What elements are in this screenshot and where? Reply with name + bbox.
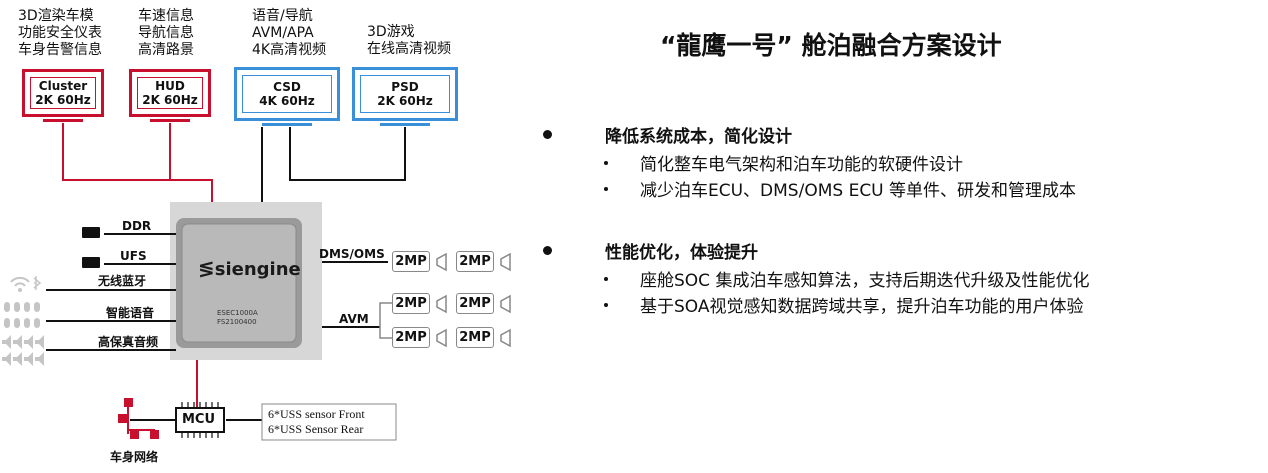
bullet-2-heading: 性能优化，体验提升	[605, 243, 758, 263]
bluetooth-label: 无线蓝牙	[98, 274, 147, 288]
wiring-svg	[2, 123, 406, 441]
csd-name: CSD	[273, 80, 301, 94]
cluster-desc-line-2: 功能安全仪表	[18, 25, 102, 41]
uss-rear-label: 6*USS Sensor Rear	[268, 422, 364, 436]
cluster-display: Cluster 2K 60Hz	[22, 69, 104, 117]
network-node-3	[130, 430, 139, 439]
hud-desc-line-1: 车速信息	[138, 8, 194, 24]
camera-lens-icon	[498, 328, 514, 352]
camera-lens-icon	[434, 252, 450, 276]
soc-part-number: ESEC1000A FS2100400	[217, 309, 258, 327]
vehicle-network-label: 车身网络	[110, 450, 159, 464]
csd-desc-line-2: AVM/APA	[252, 25, 314, 41]
avm-label: AVM	[339, 312, 369, 326]
hud-desc-line-2: 导航信息	[138, 25, 194, 41]
bullet-1-item-2: 减少泊车ECU、DMS/OMS ECU 等单件、研发和管理成本	[640, 181, 1077, 201]
bluetooth-line	[46, 289, 176, 291]
mcu-label: MCU	[182, 412, 216, 427]
avm-camera-4: 2MP	[456, 327, 494, 348]
microphone-icons	[4, 302, 40, 328]
network-node-1	[124, 398, 133, 407]
csd-spec: 4K 60Hz	[259, 94, 315, 108]
bullet-dot	[543, 246, 552, 255]
camera-lens-icon	[498, 294, 514, 318]
hud-name: HUD	[155, 79, 185, 93]
soc-die	[181, 223, 297, 343]
cluster-description: 3D渲染车模 功能安全仪表 车身告警信息	[18, 8, 102, 59]
csd-desc-line-1: 语音/导航	[252, 8, 313, 24]
audio-label: 高保真音频	[98, 335, 159, 349]
bullet-2-item-2: 基于SOA视觉感知数据跨域共享，提升泊车功能的用户体验	[640, 297, 1084, 317]
network-node-2	[118, 414, 127, 423]
avm-camera-3: 2MP	[392, 327, 430, 348]
camera-lens-icon	[434, 294, 450, 318]
page-title: “龍鹰一号” 舱泊融合方案设计	[660, 31, 1002, 60]
dms-camera-2: 2MP	[456, 251, 494, 272]
ddr-line	[104, 233, 176, 235]
sub-bullet-dot	[604, 187, 608, 191]
ufs-line	[104, 263, 176, 265]
bullet-2-item-1: 座舱SOC 集成泊车感知算法，支持后期迭代升级及性能优化	[640, 271, 1090, 291]
csd-desc-line-3: 4K高清视频	[252, 42, 327, 58]
soc-part-line-1: ESEC1000A	[217, 309, 258, 317]
dms-oms-label: DMS/OMS	[319, 247, 385, 261]
csd-description: 语音/导航 AVM/APA 4K高清视频	[252, 8, 326, 59]
network-node-4	[150, 430, 159, 439]
hud-desc-line-3: 高清路景	[138, 42, 194, 58]
bullet-1-item-1: 简化整车电气架构和泊车功能的软硬件设计	[640, 155, 963, 175]
bullet-dot	[543, 130, 552, 139]
psd-desc-line-2: 在线高清视频	[367, 41, 451, 57]
cluster-desc-line-3: 车身告警信息	[18, 42, 102, 58]
mcu-pins	[181, 402, 219, 438]
avm-camera-1: 2MP	[392, 293, 430, 314]
bullet-1-heading: 降低系统成本，简化设计	[605, 127, 792, 147]
siengine-logo-icon: ≶	[198, 256, 215, 280]
hud-stand	[150, 119, 190, 122]
audio-line	[46, 349, 176, 351]
cluster-stand	[43, 119, 83, 122]
psd-name: PSD	[391, 80, 419, 94]
voice-label: 智能语音	[106, 306, 155, 320]
hud-description: 车速信息 导航信息 高清路景	[138, 8, 194, 59]
csd-display: CSD 4K 60Hz	[234, 67, 340, 121]
uss-sensor-list: 6*USS sensor Front 6*USS Sensor Rear	[268, 407, 365, 437]
camera-lens-icon	[498, 252, 514, 276]
dms-camera-1: 2MP	[392, 251, 430, 272]
ddr-chip-icon	[82, 227, 100, 238]
sub-bullet-dot	[604, 277, 608, 281]
ufs-chip-icon	[82, 257, 100, 268]
ddr-label: DDR	[122, 219, 152, 233]
voice-line	[46, 320, 176, 322]
ufs-label: UFS	[120, 249, 147, 263]
csd-stand	[262, 123, 312, 126]
hud-spec: 2K 60Hz	[142, 93, 198, 107]
psd-desc-line-1: 3D游戏	[367, 24, 415, 40]
psd-link	[289, 127, 406, 181]
cluster-desc-line-1: 3D渲染车模	[18, 8, 94, 24]
psd-spec: 2K 60Hz	[377, 94, 433, 108]
avm-bracket	[379, 302, 392, 339]
psd-stand	[380, 123, 430, 126]
cluster-spec: 2K 60Hz	[35, 93, 91, 107]
avm-camera-2: 2MP	[456, 293, 494, 314]
psd-description: 3D游戏 在线高清视频	[367, 24, 451, 58]
wireless-icon	[10, 276, 42, 292]
sub-bullet-dot	[604, 303, 608, 307]
sensor-box	[261, 403, 397, 441]
uss-front-label: 6*USS sensor Front	[268, 407, 365, 421]
cluster-link	[62, 123, 213, 205]
soc-logo-text: siengine	[214, 259, 301, 280]
soc-logo: ≶siengine	[198, 256, 301, 280]
hud-display: HUD 2K 60Hz	[129, 69, 211, 117]
soc-part-line-2: FS2100400	[217, 318, 257, 326]
camera-lens-icon	[434, 328, 450, 352]
psd-display: PSD 2K 60Hz	[352, 67, 458, 121]
speaker-icons	[2, 335, 44, 366]
cluster-name: Cluster	[38, 79, 88, 93]
sub-bullet-dot	[604, 161, 608, 165]
